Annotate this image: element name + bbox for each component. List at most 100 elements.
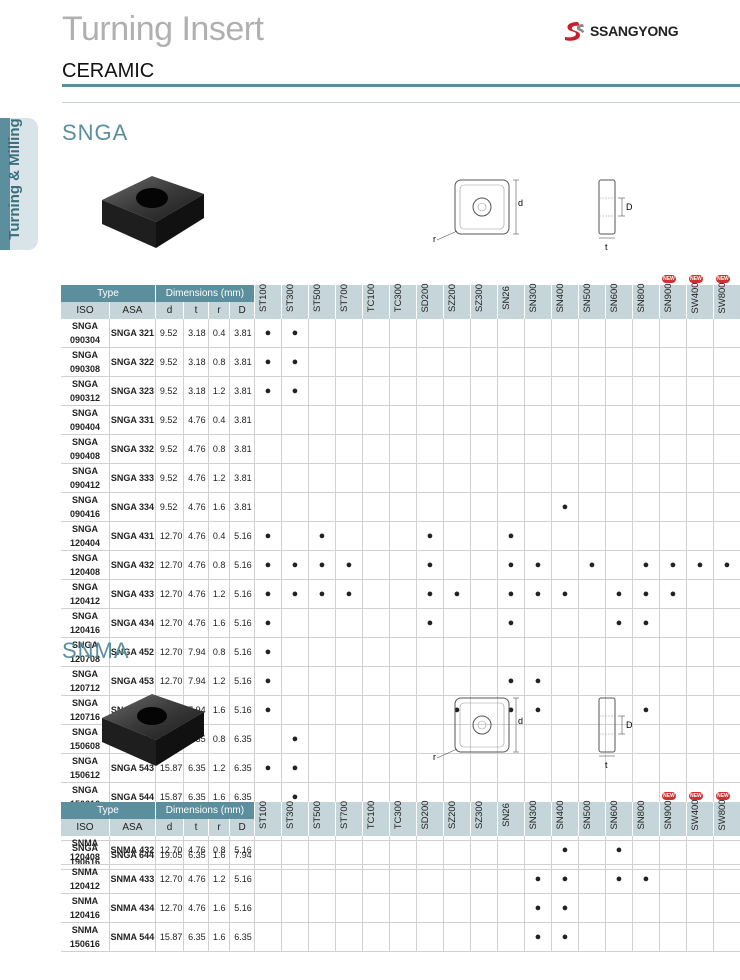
asa-code: SNGA 452 (109, 637, 156, 667)
grade-header-st700: ST700 (334, 801, 363, 836)
table-row: SNGA 120416 SNGA 434 12.70 4.76 1.6 5.16… (61, 608, 740, 638)
availability-dot-icon: ● (507, 675, 515, 687)
grade-cell-tc100 (361, 492, 390, 522)
grade-cell-sn900 (658, 724, 687, 754)
grade-cell-sw400 (685, 319, 714, 348)
availability-dot-icon: ● (561, 844, 569, 856)
grade-cell-tc300 (388, 608, 417, 638)
availability-dot-icon: ● (534, 704, 542, 716)
availability-dot-icon: ● (561, 873, 569, 885)
grade-cell-sn600 (604, 434, 633, 464)
grade-cell-tc300 (388, 666, 417, 696)
table-row: SNGA 150612 SNGA 543 15.87 6.35 1.2 6.35… (61, 753, 740, 783)
section-title-snga: SNGA (62, 120, 129, 145)
grade-cell-sn800 (631, 347, 660, 377)
grade-cell-sn500 (577, 637, 606, 667)
grade-cell-sz200 (442, 922, 471, 952)
grade-header-st100: ST100 (253, 801, 282, 836)
table-row: SNGA 120708 SNGA 452 12.70 7.94 0.8 5.16… (61, 637, 740, 667)
grade-cell-sz300 (469, 724, 498, 754)
grade-cell-sz300 (469, 521, 498, 551)
grade-cell-sn800 (631, 724, 660, 754)
grade-cell-st100 (253, 864, 282, 894)
grade-cell-sn300 (523, 637, 552, 667)
availability-dot-icon: ● (615, 873, 623, 885)
dim-d: 12.70 (154, 637, 184, 667)
grade-cell-sn800 (631, 405, 660, 435)
dim-D: 3.81 (229, 347, 255, 377)
dim-d: 12.70 (154, 666, 184, 696)
table-row: SNGA 120408 SNGA 432 12.70 4.76 0.8 5.16… (61, 550, 740, 580)
grade-cell-sd200 (415, 695, 444, 725)
grade-header-sn26: SN26 (496, 285, 525, 319)
t-header: t (183, 819, 209, 836)
asa-code: SNGA 433 (109, 579, 156, 609)
grade-cell-sn26 (496, 637, 525, 667)
grade-cell-sn300: ● (523, 550, 552, 580)
grade-header-sd200: SD200 (415, 800, 444, 836)
grade-cell-sn800 (631, 836, 660, 865)
grade-cell-sd200 (415, 864, 444, 894)
page-subtitle: CERAMIC (62, 60, 155, 82)
grade-cell-sn600 (604, 376, 633, 406)
grade-cell-tc300 (388, 434, 417, 464)
grade-cell-sn900 (658, 521, 687, 551)
dim-d: 9.52 (154, 492, 184, 522)
grade-cell-sz300 (469, 637, 498, 667)
grade-cell-sz300 (469, 376, 498, 406)
d-header: d (154, 819, 184, 836)
grade-cell-sd200 (415, 637, 444, 667)
grade-cell-sn900 (658, 463, 687, 493)
dim-D: 6.35 (229, 753, 255, 783)
availability-dot-icon: ● (669, 588, 677, 600)
availability-dot-icon: ● (642, 704, 650, 716)
asa-code: SNGA 321 (109, 319, 156, 348)
dim-d: 12.70 (154, 550, 184, 580)
grade-cell-sn26 (496, 893, 525, 923)
D-header: D (229, 819, 255, 836)
asa-code: SNGA 432 (109, 550, 156, 580)
asa-code: SNGA 333 (109, 463, 156, 493)
dim-D: 3.81 (229, 319, 255, 348)
grade-cell-sn500: ● (577, 550, 606, 580)
grade-cell-sd200 (415, 753, 444, 783)
grade-cell-sn300 (523, 521, 552, 551)
grade-cell-tc100 (361, 521, 390, 551)
iso-code: SNGA 150612 (61, 753, 110, 783)
grade-cell-sn500 (577, 347, 606, 377)
iso-code: SNGA 090312 (61, 376, 110, 406)
grade-cell-st100: ● (253, 753, 282, 783)
grade-cell-sz200 (442, 864, 471, 894)
grade-cell-sn900 (658, 695, 687, 725)
grade-cell-sw400 (685, 864, 714, 894)
grade-cell-sz200 (442, 376, 471, 406)
availability-dot-icon: ● (669, 559, 677, 571)
dim-t: 7.94 (183, 666, 209, 696)
grade-cell-sn500 (577, 724, 606, 754)
grade-cell-sn600 (604, 347, 633, 377)
table-row: SNGA 120412 SNGA 433 12.70 4.76 1.2 5.16… (61, 579, 740, 609)
availability-dot-icon: ● (264, 530, 272, 542)
asa-code: SNGA 431 (109, 521, 156, 551)
grade-cell-st500 (307, 347, 336, 377)
grade-cell-tc300 (388, 376, 417, 406)
grade-cell-sn800 (631, 922, 660, 952)
snga-dimension-diagram: d r D t (433, 179, 633, 252)
grade-cell-sn300 (523, 753, 552, 783)
grade-header-sz200: SZ200 (442, 801, 471, 836)
availability-dot-icon: ● (642, 588, 650, 600)
dim-r: 0.8 (207, 836, 230, 865)
grade-cell-sn800 (631, 319, 660, 348)
grade-cell-sz200 (442, 608, 471, 638)
grade-cell-sw400 (685, 922, 714, 952)
grade-cell-sn900 (658, 836, 687, 865)
grade-cell-st700 (334, 347, 363, 377)
grade-cell-sw800 (712, 836, 740, 865)
dim-r: 0.4 (207, 405, 230, 435)
grade-cell-tc300 (388, 753, 417, 783)
dim-D: 5.16 (229, 637, 255, 667)
asa-header: ASA (109, 302, 156, 319)
availability-dot-icon: ● (318, 588, 326, 600)
grade-cell-st700 (334, 836, 363, 865)
